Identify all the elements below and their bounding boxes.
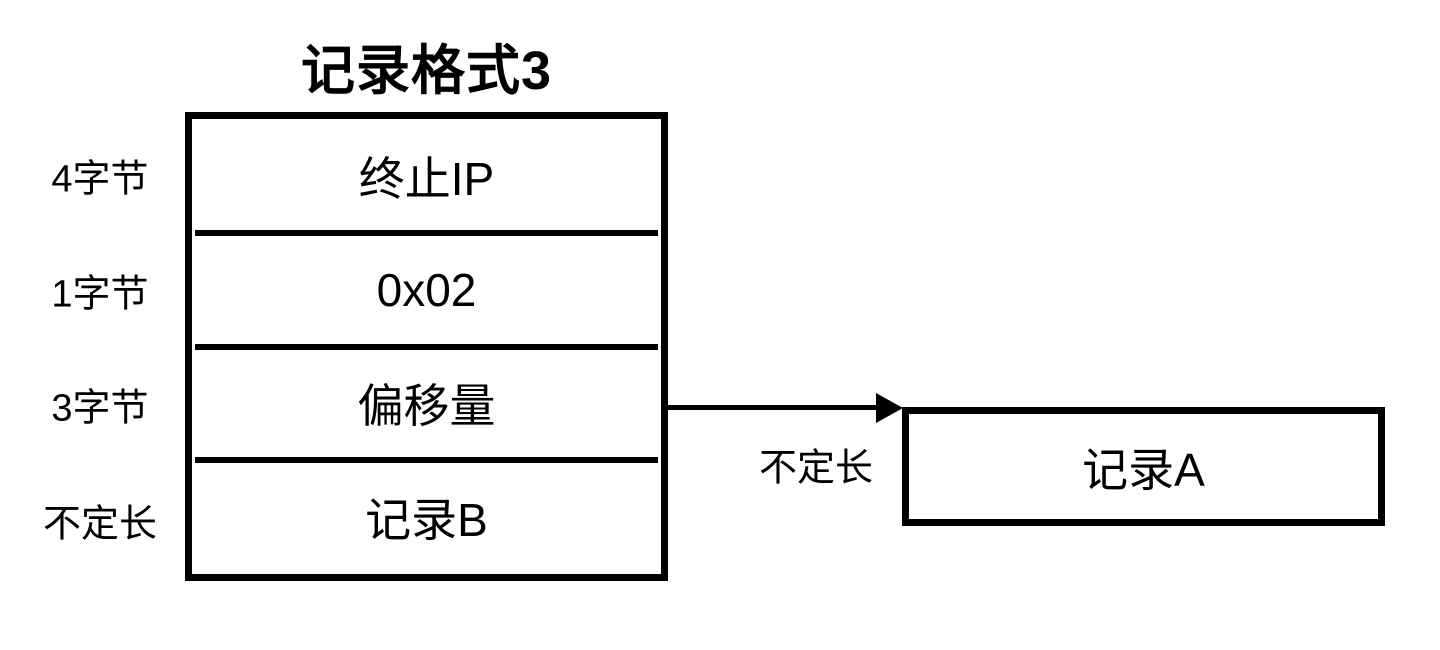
arrow-right-icon	[876, 393, 903, 423]
size-label-row-2: 1字节	[51, 273, 149, 316]
size-label-row-1: 4字节	[51, 158, 149, 201]
size-label-row-4: 不定长	[42, 503, 157, 546]
diagram-title: 记录格式3	[300, 41, 553, 101]
field-cell-end-ip: 终止IP	[195, 122, 658, 236]
arrow-length-label: 不定长	[758, 447, 873, 490]
field-cell-offset: 偏移量	[195, 350, 658, 464]
field-cell-record-b: 记录B	[365, 494, 488, 547]
record-format-stack: 终止IP 0x02 偏移量 记录B	[185, 112, 668, 581]
arrow-line	[668, 405, 880, 410]
size-label-row-3: 3字节	[51, 387, 149, 430]
record-a-box: 记录A	[902, 407, 1385, 526]
field-cell-0x02: 0x02	[195, 236, 658, 350]
